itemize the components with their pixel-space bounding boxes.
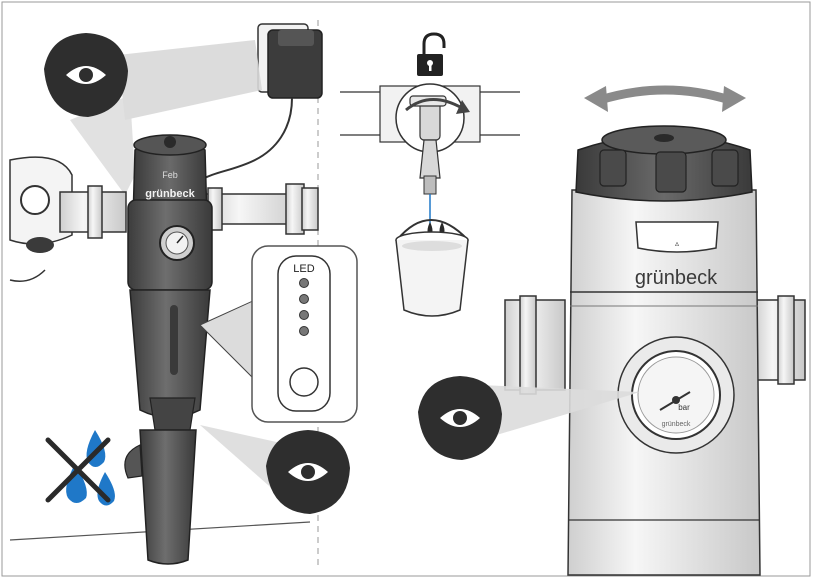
filter-closeup: ▵ (568, 126, 760, 575)
led-panel-title: LED (293, 263, 314, 275)
gauge-brand-label: grünbeck (662, 421, 691, 428)
svg-text:▵: ▵ (675, 239, 679, 248)
filter-brand-label: grünbeck (145, 188, 195, 200)
filter-cap-text: Feb (162, 170, 178, 180)
led-indicator (300, 295, 309, 304)
gauge-unit-label: bar (678, 403, 690, 412)
closeup-brand-label: grünbeck (635, 267, 718, 289)
led-indicator (300, 327, 309, 336)
led-indicator (300, 279, 309, 288)
led-button (290, 368, 318, 396)
led-indicator (300, 311, 309, 320)
